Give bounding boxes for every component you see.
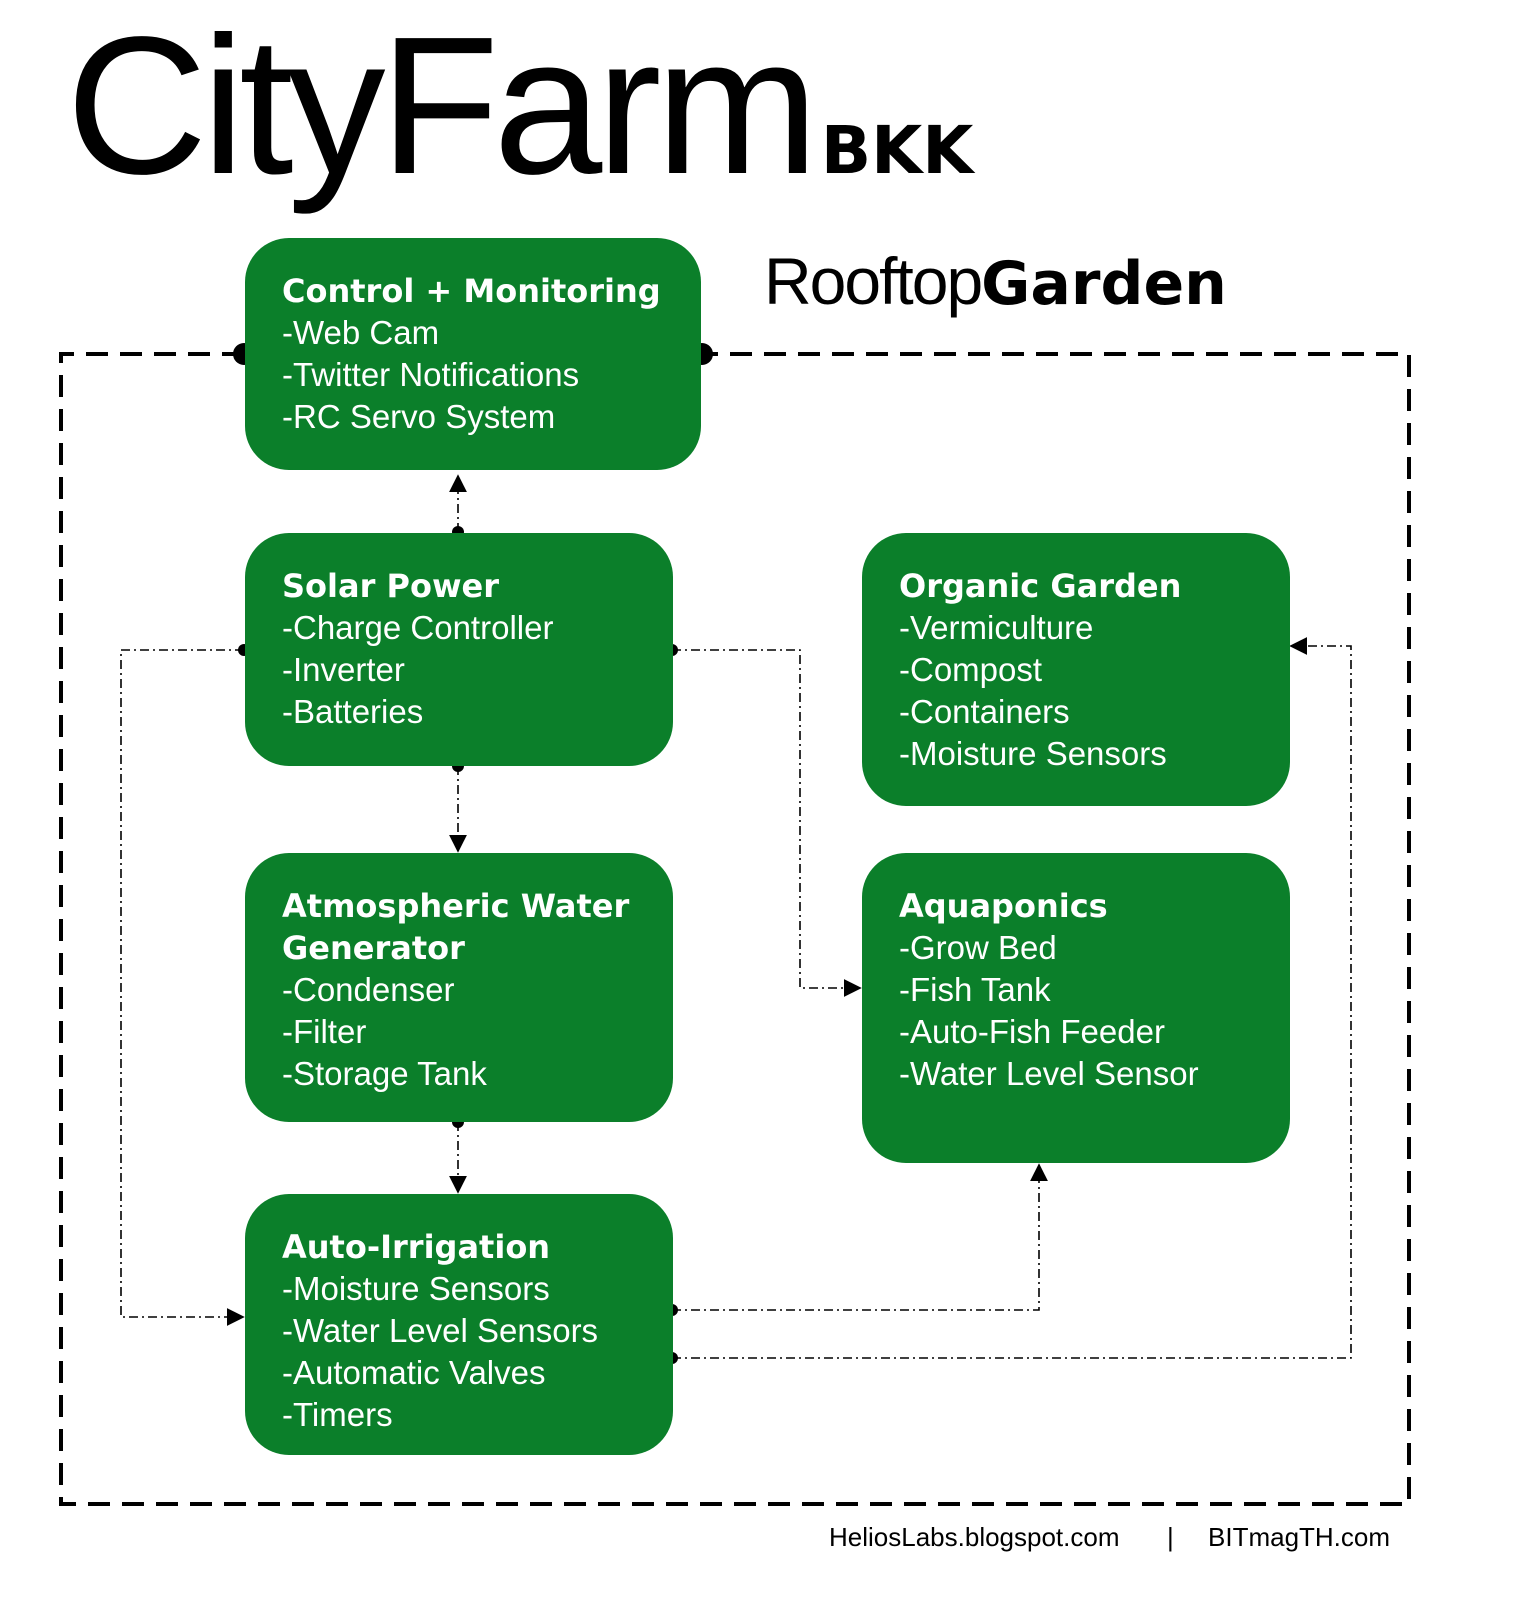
list-item: -Twitter Notifications	[282, 356, 580, 393]
edge-irrigation-organic	[672, 637, 1352, 1359]
node-aquaponics: Aquaponics -Grow Bed -Fish Tank -Auto-Fi…	[862, 853, 1290, 1163]
edge-irrigation-aquaponics	[672, 1163, 1048, 1311]
node-solar-title: Solar Power	[282, 567, 499, 605]
node-water-items: -Condenser -Filter -Storage Tank	[282, 969, 653, 1095]
list-item: -Water Level Sensor	[899, 1055, 1199, 1092]
frame-boundary	[59, 352, 1411, 1506]
edge-solar-aquaponics	[672, 649, 862, 997]
list-item: -Web Cam	[282, 314, 440, 351]
list-item: -Storage Tank	[282, 1055, 487, 1092]
node-control-monitoring: Control + Monitoring -Web Cam -Twitter N…	[245, 238, 701, 470]
node-irrigation-items: -Moisture Sensors -Water Level Sensors -…	[282, 1268, 653, 1436]
node-control-items: -Web Cam -Twitter Notifications -RC Serv…	[282, 312, 681, 438]
list-item: -Charge Controller	[282, 609, 554, 646]
list-item: -Fish Tank	[899, 971, 1051, 1008]
list-item: -Moisture Sensors	[282, 1270, 550, 1307]
node-irrigation-title: Auto-Irrigation	[282, 1228, 551, 1266]
node-auto-irrigation: Auto-Irrigation -Moisture Sensors -Water…	[245, 1194, 673, 1455]
subtitle-light: Rooftop	[764, 244, 983, 318]
node-atmospheric-water: Atmospheric Water Generator -Condenser -…	[245, 853, 673, 1122]
node-organic-garden: Organic Garden -Vermiculture -Compost -C…	[862, 533, 1290, 806]
page-subtitle: RooftopGarden	[764, 248, 1227, 314]
footer-source-right: BITmagTH.com	[1208, 1522, 1391, 1552]
list-item: -Grow Bed	[899, 929, 1057, 966]
node-aquaponics-title: Aquaponics	[899, 887, 1108, 925]
title-main: CityFarm	[66, 0, 819, 215]
subtitle-bold: Garden	[981, 249, 1227, 319]
node-water-title: Atmospheric Water Generator	[282, 887, 630, 967]
list-item: -Containers	[899, 693, 1070, 730]
node-solar-power: Solar Power -Charge Controller -Inverter…	[245, 533, 673, 766]
list-item: -Water Level Sensors	[282, 1312, 599, 1349]
list-item: -Condenser	[282, 971, 455, 1008]
title-suffix: BKK	[820, 112, 974, 189]
node-solar-items: -Charge Controller -Inverter -Batteries	[282, 607, 653, 733]
node-control-title: Control + Monitoring	[282, 272, 661, 310]
list-item: -Auto-Fish Feeder	[899, 1013, 1165, 1050]
list-item: -Inverter	[282, 651, 405, 688]
node-organic-items: -Vermiculture -Compost -Containers -Mois…	[899, 607, 1270, 775]
list-item: -Vermiculture	[899, 609, 1094, 646]
edge-solar-irrigation	[120, 649, 245, 1326]
footer-source-left: HeliosLabs.blogspot.com	[829, 1522, 1120, 1552]
footer-separator: |	[1167, 1522, 1174, 1552]
list-item: -Filter	[282, 1013, 367, 1050]
list-item: -Batteries	[282, 693, 424, 730]
list-item: -RC Servo System	[282, 398, 556, 435]
list-item: -Automatic Valves	[282, 1354, 546, 1391]
node-organic-title: Organic Garden	[899, 567, 1182, 605]
node-aquaponics-items: -Grow Bed -Fish Tank -Auto-Fish Feeder -…	[899, 927, 1270, 1095]
list-item: -Moisture Sensors	[899, 735, 1167, 772]
list-item: -Compost	[899, 651, 1043, 688]
list-item: -Timers	[282, 1396, 393, 1433]
